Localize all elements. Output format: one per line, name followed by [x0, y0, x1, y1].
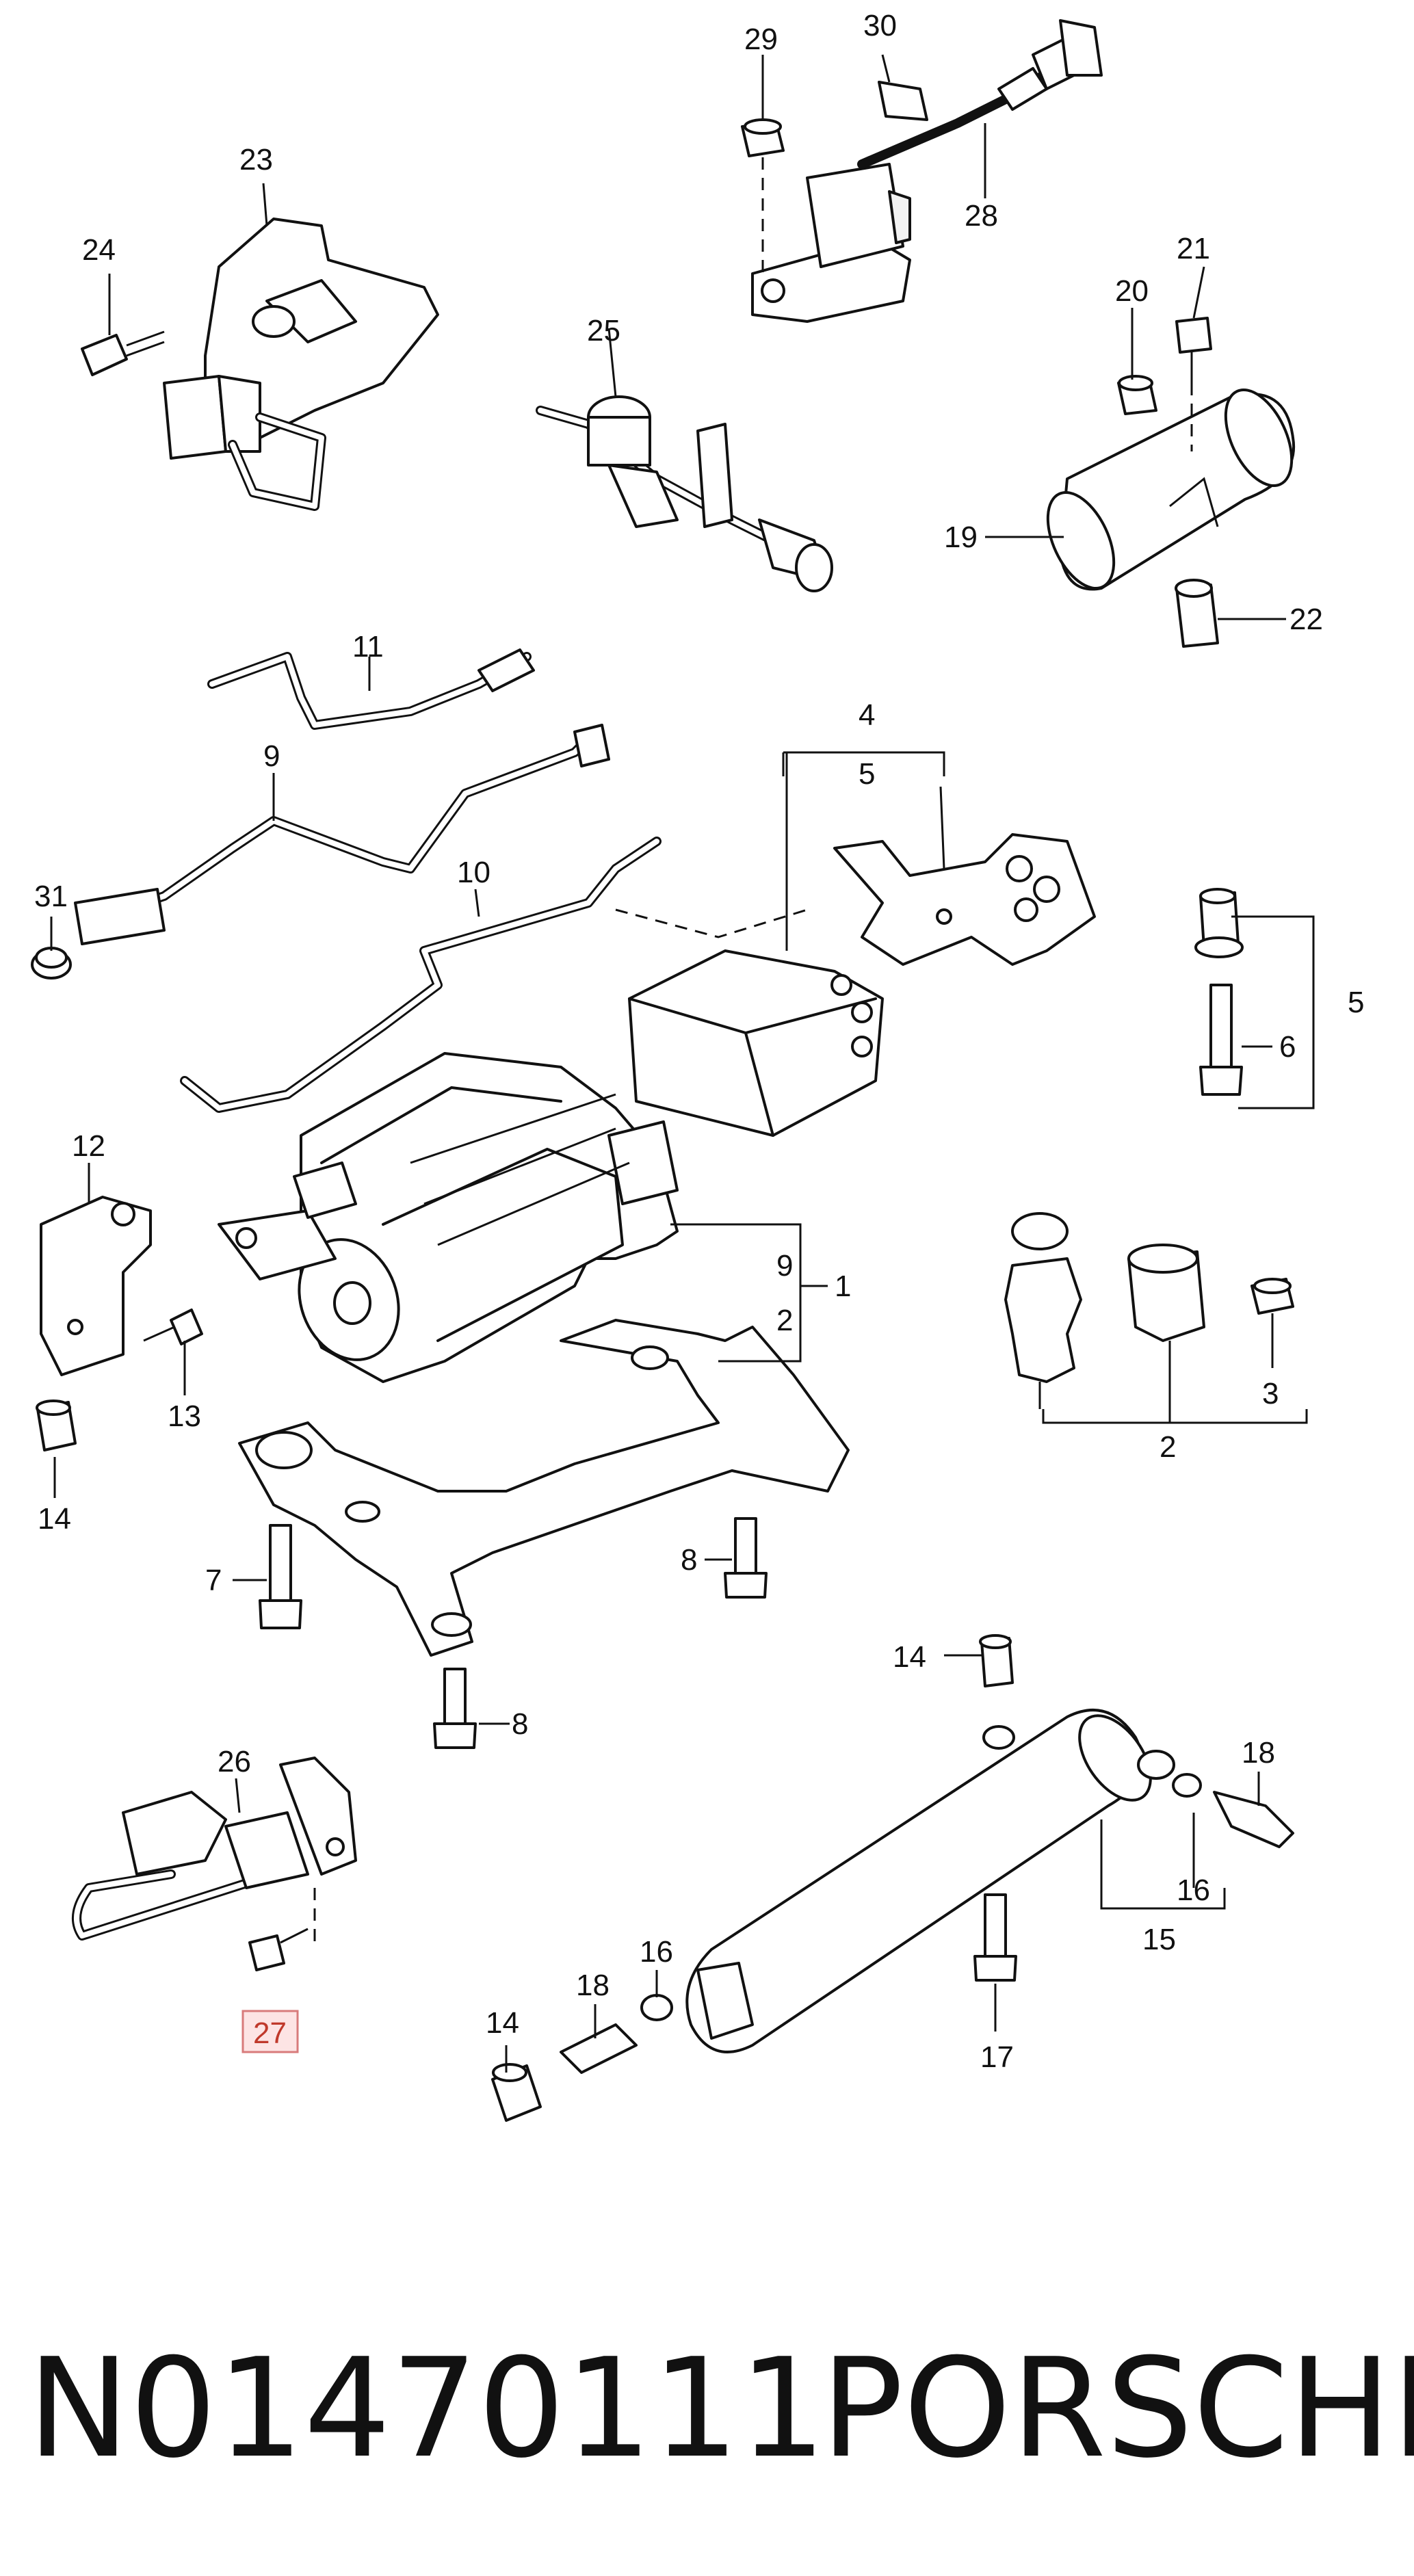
callout-5a: 5 [859, 757, 875, 791]
part-31-clamp [31, 947, 72, 980]
part-8-bolt-right [724, 1517, 768, 1599]
part-20-nut [1117, 375, 1157, 415]
callout-25: 25 [587, 314, 620, 347]
part-6-bolt [1199, 984, 1243, 1096]
part-18-fitting-right [1213, 1791, 1294, 1848]
callout-8a: 8 [681, 1543, 697, 1577]
part-13-bolt [143, 1309, 203, 1345]
callout-18a: 18 [1242, 1736, 1275, 1770]
part-5-bushing [1194, 888, 1244, 958]
callout-29: 29 [744, 23, 778, 56]
callout-9a: 9 [263, 739, 280, 773]
callout-13: 13 [168, 1399, 201, 1433]
part-14-nut-bottom [491, 2063, 542, 2122]
part-14-nut-top [979, 1634, 1014, 1687]
callout-20: 20 [1115, 274, 1149, 308]
part-5-bracket [833, 833, 1096, 966]
part-21-bolt [1175, 317, 1212, 451]
callout-12: 12 [72, 1129, 105, 1163]
callout-16b: 16 [640, 1935, 673, 1969]
part-9-line [74, 724, 610, 945]
callout-22: 22 [1289, 603, 1323, 636]
part-18-fitting-left [560, 2023, 638, 2074]
part-24-bolt [81, 330, 165, 376]
callout-26: 26 [218, 1745, 251, 1778]
callout-23: 23 [239, 143, 273, 176]
callout-16a: 16 [1177, 1874, 1210, 1907]
part-25-valve [536, 395, 833, 592]
part-30-clip [878, 81, 928, 121]
callout-8b: 8 [512, 1707, 528, 1741]
callout-2a: 2 [776, 1304, 793, 1337]
part-11-line [207, 648, 535, 730]
callout-1: 1 [835, 1270, 851, 1303]
part-2-mount-b [1127, 1244, 1205, 1342]
callout-4: 4 [859, 698, 875, 732]
callout-5b: 5 [1348, 986, 1364, 1019]
part-23-bracket [163, 218, 439, 511]
callout-14a: 14 [38, 1502, 71, 1536]
callout-19: 19 [944, 521, 978, 554]
part-7-bolt [259, 1524, 302, 1629]
callout-24: 24 [82, 233, 116, 267]
part-14-nut-left [36, 1399, 77, 1451]
part-12-bracket [40, 1196, 152, 1376]
highlight-box-27 [241, 2010, 299, 2053]
callout-30: 30 [863, 9, 897, 42]
callout-21: 21 [1177, 232, 1210, 265]
callout-17: 17 [980, 2040, 1014, 2074]
part-8-bolt-bottom [433, 1668, 477, 1749]
part-10-line [180, 837, 662, 1113]
part-17-bolt [973, 1893, 1017, 1982]
callout-14b: 14 [893, 1640, 926, 1674]
callout-labels: 23 24 29 30 28 25 21 20 19 22 11 9 10 31… [34, 9, 1364, 2074]
callout-7: 7 [205, 1564, 222, 1597]
callout-6: 6 [1279, 1030, 1296, 1064]
part-16-washer-left [640, 1994, 673, 2021]
part-3-nut [1251, 1278, 1294, 1315]
callout-9b: 9 [776, 1249, 793, 1283]
callout-10: 10 [457, 856, 490, 889]
footer-brand: PORSCHE [821, 2329, 1414, 2488]
part-29-nut [741, 118, 785, 274]
callout-3: 3 [1262, 1377, 1279, 1410]
part-4-control-unit [615, 908, 884, 1137]
callout-18b: 18 [576, 1969, 610, 2002]
part-19-cylinder [1046, 388, 1296, 591]
leader-lines [50, 54, 1315, 2073]
part-27-bolt [248, 1928, 309, 1971]
callout-14c: 14 [486, 2006, 519, 2040]
callout-2b: 2 [1160, 1430, 1176, 1464]
callout-15: 15 [1142, 1923, 1176, 1956]
part-2-mount-a [1004, 1212, 1082, 1409]
part-22-bushing [1175, 579, 1219, 648]
callout-27: 27 [253, 2016, 287, 2050]
part-28-sensor-cable [751, 19, 1103, 323]
callout-28: 28 [965, 199, 998, 233]
part-15-tank [685, 1709, 1175, 2053]
callout-31: 31 [34, 880, 68, 913]
part-2-subframe [238, 1319, 850, 1657]
part-26-valve [72, 1757, 357, 1941]
footer-part-number: N01470111 [27, 2329, 826, 2488]
part-1-compressor [218, 1052, 679, 1383]
part-16-washer-right [1172, 1773, 1202, 1798]
callout-11: 11 [352, 630, 384, 663]
